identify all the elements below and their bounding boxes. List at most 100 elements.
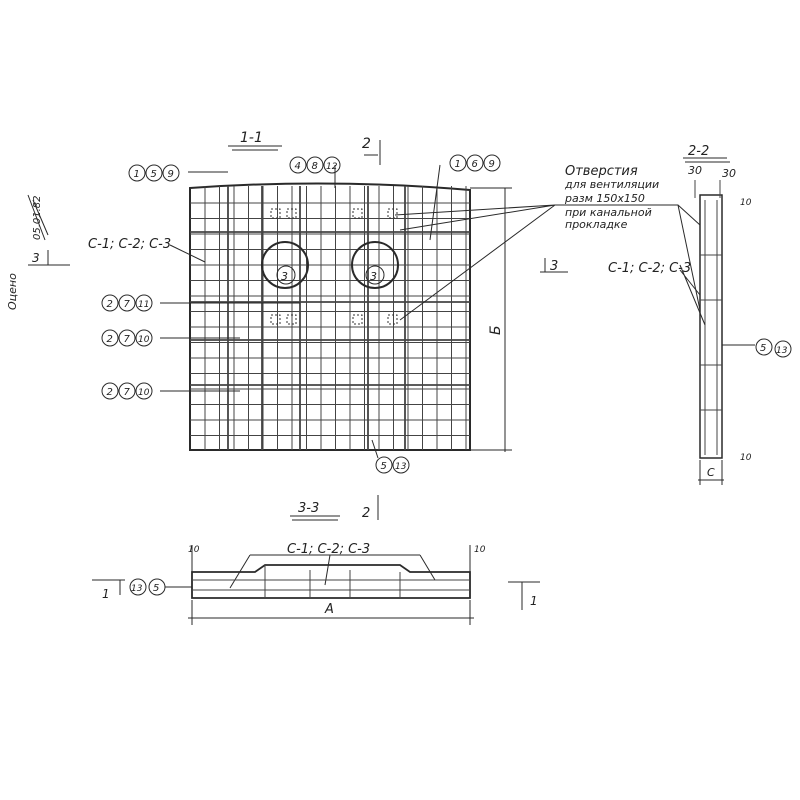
plan-title: 1-1 <box>240 130 263 146</box>
signature <box>27 194 49 241</box>
callout-circle <box>483 154 501 172</box>
section-2-2: 2-2 30 30 10 10 С-1; С-2; С-3 5 13 С <box>608 144 792 485</box>
section22-rebar <box>694 180 722 455</box>
dim-width-label: А <box>324 602 334 617</box>
callout-number: 12 <box>326 162 338 172</box>
callout-circle <box>323 156 341 174</box>
section-3-3: 3-3 2 С-1; С-2; С-3 10 10 А 1 13 5 1 <box>92 495 540 625</box>
callout-circle <box>101 329 119 347</box>
callout-circle <box>449 154 467 172</box>
note-line: при канальной <box>565 206 652 219</box>
callout-circle <box>774 340 792 358</box>
callout-circle <box>101 294 119 312</box>
callout-number: 10 <box>138 388 150 398</box>
callout-number: 9 <box>168 169 174 180</box>
vent-note: Отверстия для вентиляции разм 150х150 пр… <box>394 164 701 321</box>
callout-number: 7 <box>124 299 131 310</box>
stamp-date: 05.01.82 <box>32 195 43 240</box>
callout-5: 5 <box>153 583 159 594</box>
callout-circle <box>135 382 153 400</box>
callout-circle <box>118 294 136 312</box>
callout-number: 1 <box>134 169 140 180</box>
reinforcement-grid <box>190 186 470 450</box>
cut-label-right: 1 <box>530 594 538 608</box>
callout-number: 2 <box>107 299 113 310</box>
mesh-label: С-1; С-2; С-3 <box>88 237 171 252</box>
dim-10-top: 10 <box>740 198 752 208</box>
callout-number: 4 <box>295 161 301 172</box>
title-underline <box>683 157 730 163</box>
section-mark-3-right: 3 <box>550 259 558 274</box>
section-mark-3-left <box>28 250 70 266</box>
section33-mark: 2 <box>362 506 370 521</box>
callout-number: 5 <box>151 169 157 180</box>
callout-circle <box>755 338 773 356</box>
dim-10-right: 10 <box>474 545 486 555</box>
callout-circle <box>466 154 484 172</box>
callout-number: 7 <box>124 334 131 345</box>
callout-5: 5 <box>760 343 766 354</box>
dim-lines <box>188 545 474 625</box>
callout-number: 11 <box>138 300 149 310</box>
dim-height-line <box>470 187 512 452</box>
section33-title: 3-3 <box>298 501 319 516</box>
cut-mark-left <box>92 579 125 595</box>
title-underline <box>228 145 282 151</box>
callout-circle <box>276 265 296 285</box>
callout-number: 8 <box>312 161 318 172</box>
stamp-section-label: 3 <box>32 251 40 265</box>
callout-circle <box>118 382 136 400</box>
note-line: для вентиляции <box>564 178 659 191</box>
callout-circle <box>289 156 307 174</box>
callout-13: 13 <box>776 346 788 356</box>
dim-width-line <box>698 460 724 485</box>
callout-circle <box>129 578 147 596</box>
panel-outline <box>189 182 471 451</box>
hole-callout-left: 3 <box>281 270 288 283</box>
section33-rebar <box>192 565 470 598</box>
callout-number: 1 <box>455 159 461 170</box>
callout-number: 6 <box>472 159 478 170</box>
dim-width-label: С <box>707 466 715 479</box>
section-mark-3-line <box>540 258 568 273</box>
stamp-text: Оцено <box>6 273 19 310</box>
callout-number: 10 <box>138 335 150 345</box>
approval-stamp: Оцено 05.01.82 3 <box>6 194 70 310</box>
note-line: Отверстия <box>565 164 638 179</box>
callout-number: 2 <box>107 334 113 345</box>
callout-circle <box>392 456 410 474</box>
section22-title: 2-2 <box>688 144 709 159</box>
callout-circle <box>135 329 153 347</box>
callout-circle <box>101 382 119 400</box>
callout-circle <box>365 265 385 285</box>
section-mark-2 <box>364 140 381 165</box>
leader <box>679 264 706 326</box>
dim-30-left: 30 <box>688 164 702 177</box>
section22-mesh-label: С-1; С-2; С-3 <box>608 261 691 276</box>
note-leaders <box>394 204 701 321</box>
section33-outline <box>191 564 471 599</box>
hole-callout-right: 3 <box>370 270 377 283</box>
callout-circle <box>306 156 324 174</box>
dim-30-right: 30 <box>722 167 736 180</box>
callout-circle <box>128 164 146 182</box>
callout-circle <box>118 329 136 347</box>
callout-circle <box>375 456 393 474</box>
callout-number: 7 <box>124 387 131 398</box>
hole-right <box>351 241 399 289</box>
section33-mesh-label: С-1; С-2; С-3 <box>287 542 370 557</box>
callout-circle <box>162 164 180 182</box>
callout-circle <box>145 164 163 182</box>
callout-number: 9 <box>489 159 495 170</box>
dim-10-bottom: 10 <box>740 453 752 463</box>
section-mark-2-label: 2 <box>362 136 371 152</box>
dim-height-label: Б <box>488 325 504 335</box>
vent-openings <box>270 208 398 325</box>
cut-label-left: 1 <box>102 587 110 601</box>
callout-number: 13 <box>395 462 407 472</box>
leader <box>371 439 379 459</box>
hole-left <box>261 241 309 289</box>
